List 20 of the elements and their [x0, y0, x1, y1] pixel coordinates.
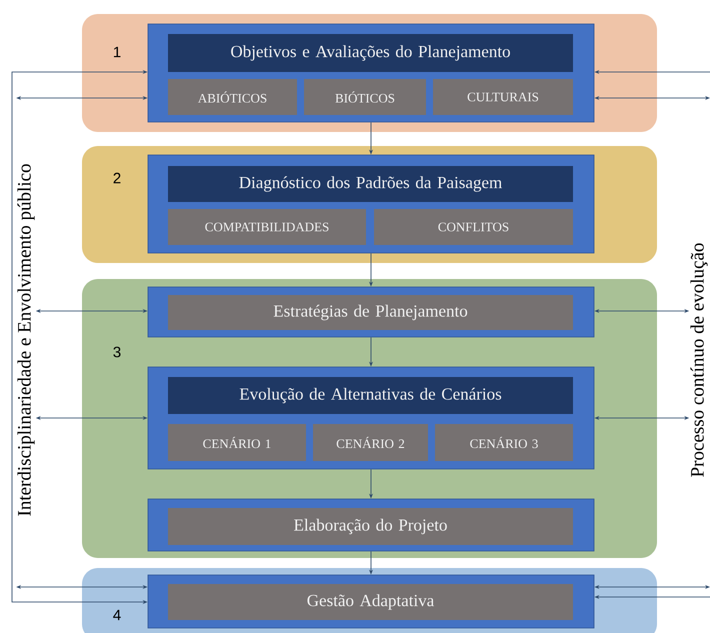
- item-box: BIÓTICOS: [304, 79, 426, 115]
- step-number: 1: [114, 46, 120, 58]
- step-number: 2: [114, 172, 120, 184]
- item-box: COMPATIBILIDADES: [168, 209, 366, 245]
- side-label: Interdisciplinariedade e Envolvimento público: [17, 164, 35, 516]
- side-label: Processo contínuo de evolução: [690, 243, 708, 477]
- item-box: Estratégias de Planejamento: [168, 295, 573, 330]
- item-box: Gestão Adaptativa: [168, 584, 573, 620]
- item-box: CENÁRIO 3: [435, 424, 573, 461]
- item-box: CENÁRIO 1: [168, 424, 306, 461]
- item-box: CENÁRIO 2: [313, 424, 428, 461]
- item-box: ABIÓTICOS: [168, 79, 297, 115]
- title-bar: Diagnóstico dos Padrões da Paisagem: [168, 166, 573, 202]
- title-bar: Objetivos e Avaliações do Planejamento: [168, 34, 573, 72]
- step-number: 3: [113, 346, 121, 358]
- step-number: 4: [113, 610, 121, 620]
- item-box: CULTURAIS: [433, 79, 573, 115]
- title-bar: Evolução de Alternativas de Cenários: [168, 377, 573, 414]
- item-box: Elaboração do Projeto: [168, 508, 573, 545]
- item-box: CONFLITOS: [374, 209, 573, 245]
